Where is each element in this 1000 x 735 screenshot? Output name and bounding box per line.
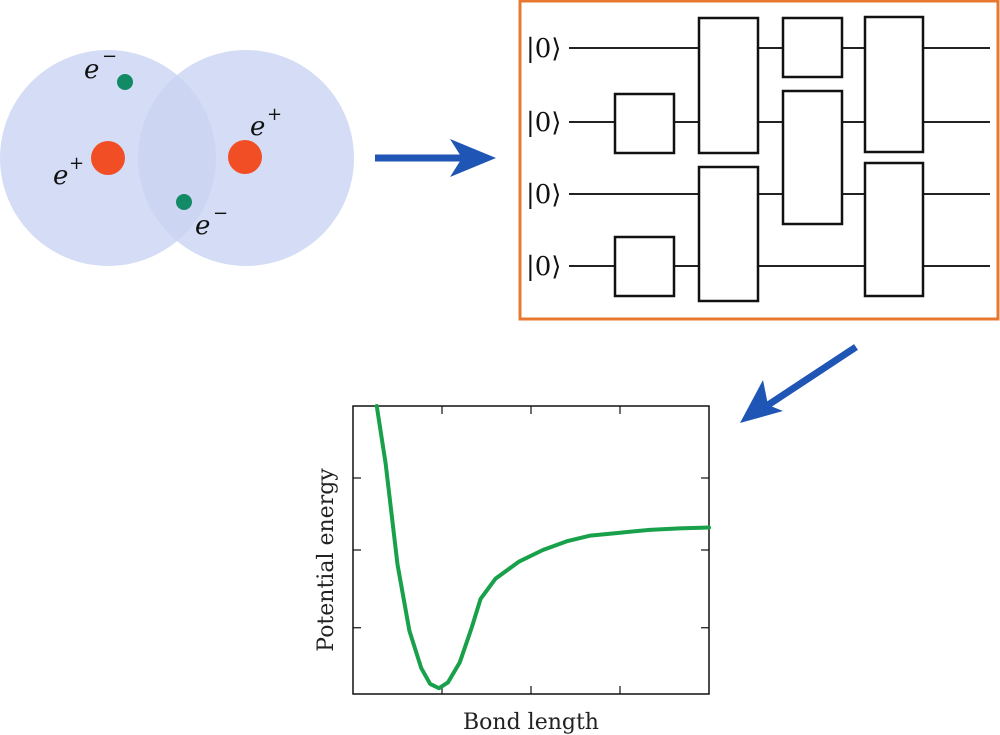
potential-energy-chart: Bond length Potential energy xyxy=(314,404,711,735)
bottom-electron-charge: − xyxy=(213,203,228,224)
right-nucleus-label: e xyxy=(250,112,265,142)
gate-q1q2-col4 xyxy=(863,15,925,154)
right-nucleus xyxy=(228,140,262,174)
qubit-label-1: |0⟩ xyxy=(526,34,561,64)
bottom-electron xyxy=(176,194,192,210)
left-nucleus xyxy=(91,141,125,175)
qubit-label-2: |0⟩ xyxy=(526,108,561,138)
potential-energy-curve xyxy=(374,404,711,691)
arrow-molecule-to-circuit xyxy=(375,139,496,177)
gate-q3q4-col4 xyxy=(863,161,925,298)
qubit-label-3: |0⟩ xyxy=(526,180,561,210)
molecule-diagram: e − e + e + e − xyxy=(0,46,354,266)
quantum-circuit: |0⟩ |0⟩ |0⟩ |0⟩ xyxy=(518,0,1000,321)
ticks xyxy=(353,406,709,694)
left-nucleus-charge: + xyxy=(69,153,84,174)
bottom-electron-label: e xyxy=(195,211,210,241)
x-axis-label: Bond length xyxy=(463,710,599,735)
top-electron-label: e xyxy=(84,55,99,85)
plot-area xyxy=(352,405,710,695)
gate-q2-col1 xyxy=(613,92,676,155)
gate-q1q2-col2 xyxy=(697,16,760,155)
gate-q1-col3 xyxy=(781,16,844,79)
top-electron xyxy=(117,74,133,90)
right-nucleus-charge: + xyxy=(267,104,282,125)
gate-q4-col1 xyxy=(613,235,676,298)
left-nucleus-label: e xyxy=(53,161,68,191)
arrow-circuit-to-chart xyxy=(740,344,858,423)
top-electron-charge: − xyxy=(102,46,117,67)
gate-q2q3-col3 xyxy=(781,89,844,226)
y-axis-label: Potential energy xyxy=(314,468,339,652)
qubit-label-4: |0⟩ xyxy=(526,252,561,282)
circuit-gates xyxy=(613,15,925,303)
gate-q3q4-col2 xyxy=(697,165,760,303)
